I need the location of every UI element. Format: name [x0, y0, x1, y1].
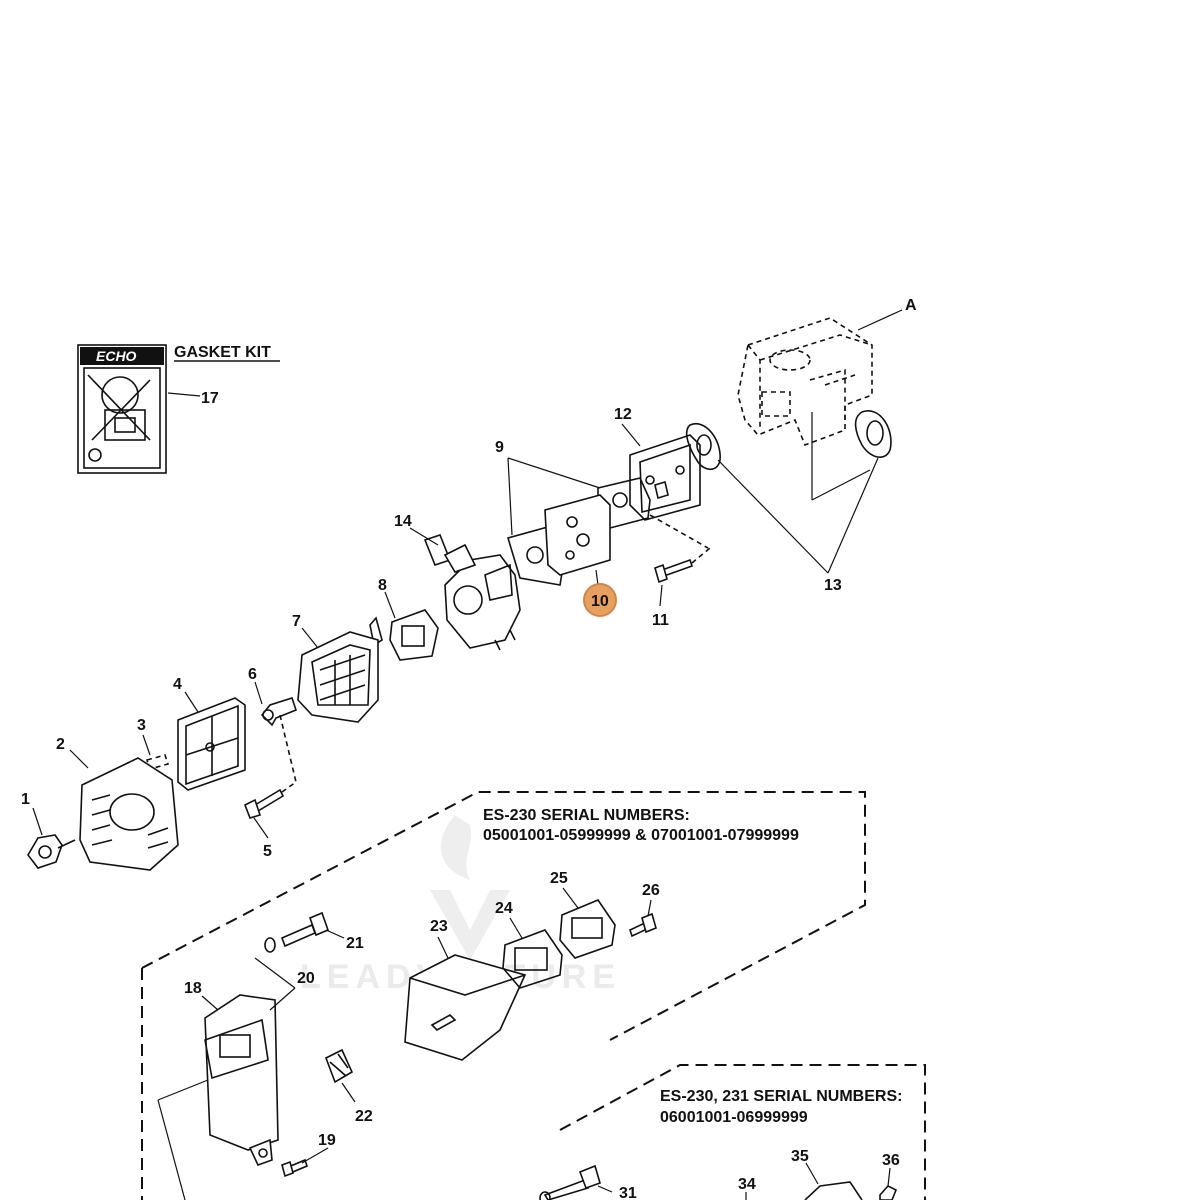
callout-36[interactable]: 36	[882, 1152, 900, 1169]
callout-12[interactable]: 12	[614, 406, 632, 423]
section-2-serials: 06001001-06999999	[660, 1109, 808, 1126]
spark-arrestor-screen	[324, 1048, 354, 1084]
section-2-title: ES-230, 231 SERIAL NUMBERS:	[660, 1088, 902, 1105]
insulator	[629, 434, 701, 521]
muffler	[204, 994, 279, 1166]
gasket-8	[369, 609, 439, 661]
callout-6[interactable]: 6	[248, 666, 257, 683]
section-1-serials: 05001001-05999999 & 07001001-07999999	[483, 827, 799, 844]
callout-13[interactable]: 13	[824, 577, 842, 594]
assembly-a	[737, 309, 903, 447]
callout-20[interactable]: 20	[297, 970, 315, 987]
highlight-callout-10[interactable]	[583, 583, 617, 617]
air-filter	[177, 697, 246, 791]
bolt-11	[649, 514, 711, 584]
choke-lever	[260, 696, 297, 727]
gasket-kit[interactable]: ECHO GASKET KIT	[77, 344, 280, 474]
callout-22[interactable]: 22	[355, 1108, 373, 1125]
leader-lines-section-1	[157, 887, 652, 1200]
callout-9[interactable]: 9	[495, 439, 504, 456]
label-3	[145, 754, 170, 770]
callout-labels: A 17 1 2 3 4 5 6 7 8 9 10 11 12 13 14 18…	[21, 297, 917, 1200]
callout-34[interactable]: 34	[738, 1176, 756, 1193]
bolt-21	[264, 911, 330, 953]
air-cleaner-cover	[79, 757, 179, 871]
callout-31[interactable]: 31	[619, 1185, 637, 1200]
callout-10[interactable]: 10	[591, 593, 609, 610]
callout-21[interactable]: 21	[346, 935, 364, 952]
insulator-gasket	[685, 422, 721, 471]
bolt-19	[281, 1158, 308, 1178]
bolt-5	[243, 714, 297, 819]
part-35	[804, 1181, 863, 1200]
cylinder-gasket	[854, 410, 892, 458]
section-1-title: ES-230 SERIAL NUMBERS:	[483, 807, 690, 824]
muffler-gasket-25	[559, 899, 616, 959]
callout-7[interactable]: 7	[292, 613, 301, 630]
bolt-31	[539, 1164, 601, 1200]
callout-19[interactable]: 19	[318, 1132, 336, 1149]
section-es230-231: ES-230, 231 SERIAL NUMBERS: 06001001-069…	[559, 1064, 926, 1200]
muffler-gasket-24	[502, 929, 563, 989]
callout-8[interactable]: 8	[378, 577, 387, 594]
callout-a[interactable]: A	[905, 297, 917, 314]
part-36	[879, 1185, 898, 1200]
bolt-26	[629, 912, 657, 938]
callout-5[interactable]: 5	[263, 843, 272, 860]
callout-24[interactable]: 24	[495, 900, 513, 917]
callout-1[interactable]: 1	[21, 791, 30, 808]
callout-14[interactable]: 14	[394, 513, 412, 530]
knob-1	[27, 834, 76, 869]
carburetor	[423, 534, 521, 651]
leader-lines-upper	[32, 412, 879, 839]
air-cleaner-case	[297, 631, 379, 723]
muffler-shield	[404, 954, 527, 1061]
carburetor-insulator-10[interactable]	[544, 494, 611, 576]
callout-2[interactable]: 2	[56, 736, 65, 753]
callout-23[interactable]: 23	[430, 918, 448, 935]
callout-17[interactable]: 17	[201, 390, 219, 407]
gasket-kit-title: GASKET KIT	[174, 344, 271, 361]
callout-18[interactable]: 18	[184, 980, 202, 997]
callout-25[interactable]: 25	[550, 870, 568, 887]
callout-26[interactable]: 26	[642, 882, 660, 899]
echo-logo-text: ECHO	[96, 348, 137, 364]
callout-35[interactable]: 35	[791, 1148, 809, 1165]
callout-11[interactable]: 11	[652, 612, 669, 629]
leader-lines-section-2	[597, 1162, 891, 1200]
callout-3[interactable]: 3	[137, 717, 146, 734]
section-es230-1: ES-230 SERIAL NUMBERS: 05001001-05999999…	[141, 791, 866, 1200]
callout-4[interactable]: 4	[173, 676, 182, 693]
echo-logo	[80, 347, 164, 365]
